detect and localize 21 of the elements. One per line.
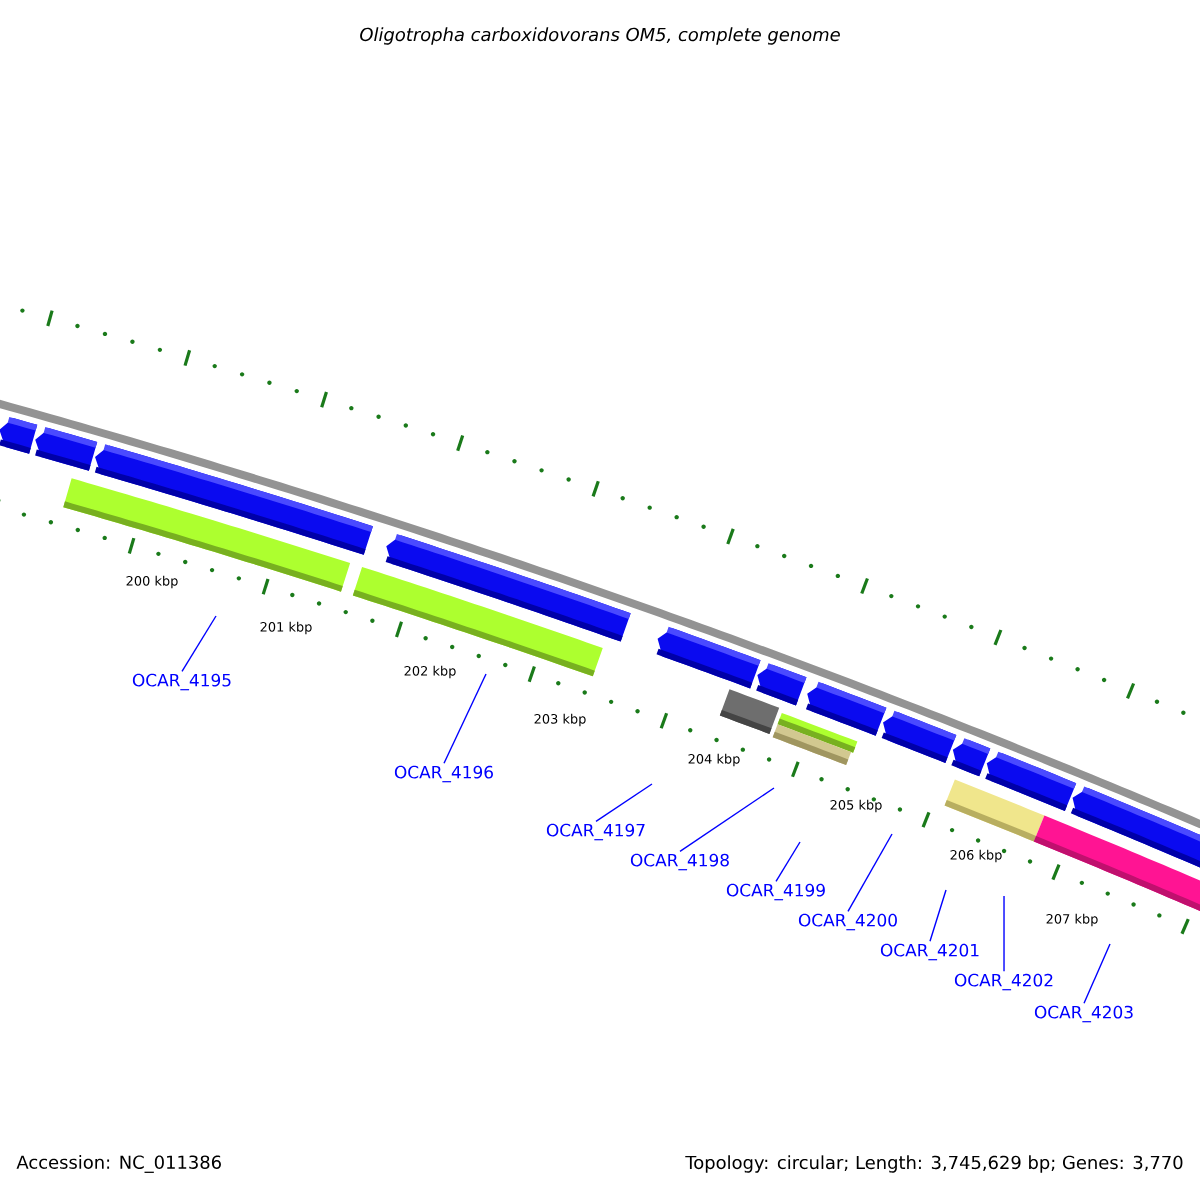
gene-label: OCAR_4196 [394, 765, 493, 783]
leader-line [595, 783, 653, 823]
leader-line [1083, 943, 1111, 1005]
gene-label: OCAR_4201 [880, 943, 979, 961]
leader-line [1003, 895, 1005, 973]
gene-label: OCAR_4203 [1034, 1005, 1133, 1023]
gene-label: OCAR_4198 [630, 853, 729, 871]
leader-line [775, 841, 801, 883]
leader-line [679, 787, 775, 853]
leader-line [181, 615, 217, 673]
leader-line [929, 889, 947, 943]
gene-label: OCAR_4195 [132, 673, 231, 691]
leader-line [443, 673, 487, 765]
gene-label: OCAR_4197 [546, 823, 645, 841]
leader-line [847, 833, 893, 913]
footer-text: Accession: NC_011386 [16, 1155, 221, 1173]
gene-label: OCAR_4202 [954, 973, 1053, 991]
footer-text: Topology: circular; Length: 3,745,629 bp; Genes: 3,770 [685, 1155, 1183, 1173]
title: Oligotropha carboxidovorans OM5, complete genome [360, 27, 840, 45]
gene-label: OCAR_4200 [798, 913, 897, 931]
gene-label: OCAR_4199 [726, 883, 825, 901]
